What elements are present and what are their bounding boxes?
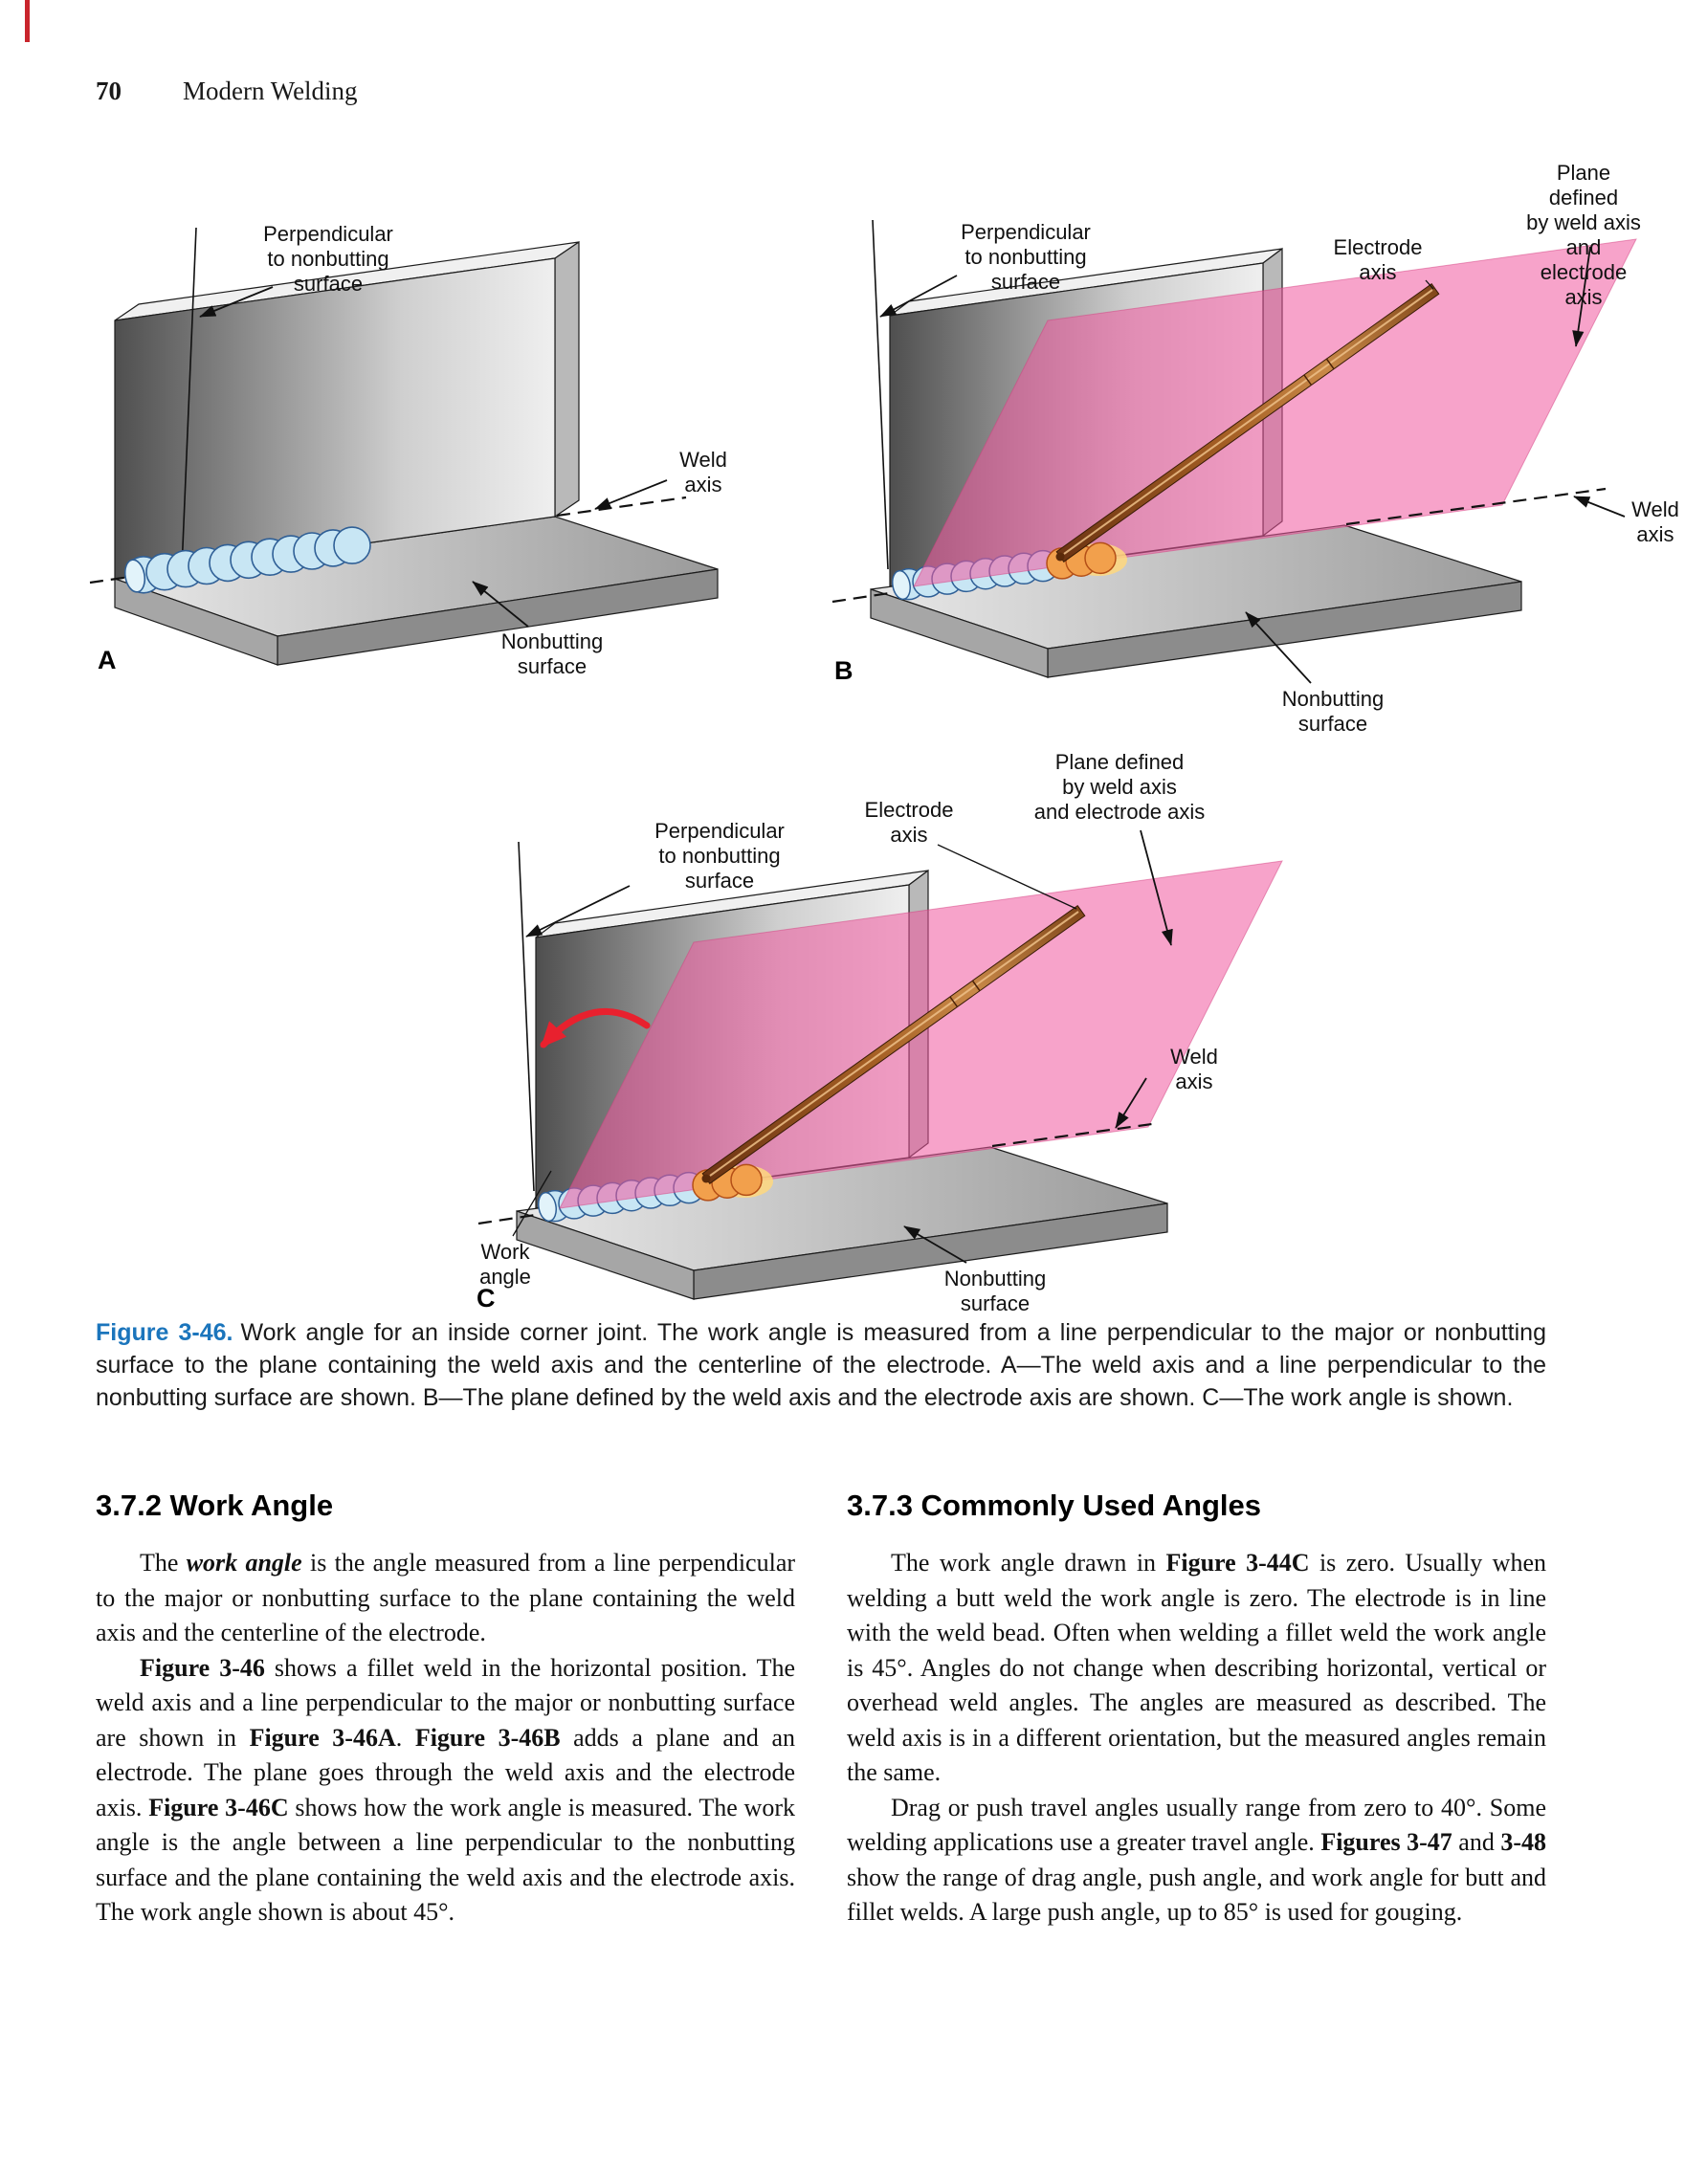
work-angle-leader <box>512 1170 552 1237</box>
panel-letter-b: B <box>834 656 854 685</box>
section-heading: 3.7.2 Work Angle <box>96 1489 334 1522</box>
butting-plate <box>114 240 580 580</box>
label-work-angle: Work angle <box>479 1240 531 1289</box>
figure-3-46-panel-c: Plane defined by weld axis and electrode… <box>459 746 1349 1358</box>
label-weld-axis: Weld axis <box>1631 497 1679 546</box>
figure-caption: Figure 3-46.Work angle for an inside cor… <box>96 1316 1546 1414</box>
perpendicular-arrow <box>525 885 631 938</box>
weld-bead <box>123 526 371 594</box>
figure-caption-label: Figure 3-46. <box>96 1319 233 1346</box>
section-3-7-2-work-angle: 3.7.2 Work Angle The work angle is the a… <box>96 1489 795 1930</box>
label-nonbutting-surface: Nonbutting surface <box>1281 687 1385 736</box>
page-number: 70 <box>96 77 122 105</box>
weld-axis-arrow <box>1573 496 1626 518</box>
label-nonbutting-surface: Nonbutting surface <box>943 1267 1047 1315</box>
panel-letter-a: A <box>98 646 117 674</box>
work-angle-arrow <box>540 1007 651 1048</box>
label-nonbutting-surface: Nonbutting surface <box>500 629 604 678</box>
body-columns: 3.7.2 Work Angle The work angle is the a… <box>96 1489 1546 1930</box>
panel-b-drawing <box>831 218 1638 684</box>
label-perpendicular: Perpendicular to nonbutting surface <box>654 819 785 893</box>
paragraph: The work angle drawn in Figure 3-44C is … <box>847 1549 1547 1786</box>
perpendicular-arrow <box>199 286 274 318</box>
section-heading: 3.7.3 Commonly Used Angles <box>847 1489 1261 1522</box>
label-arrows <box>879 246 1626 684</box>
paragraph: The work angle is the angle measured fro… <box>96 1549 796 1646</box>
figure-3-46-panel-a: Perpendicular to nonbutting surface Weld… <box>86 143 794 698</box>
label-electrode-axis: Electrode axis <box>1333 235 1423 284</box>
panel-a-drawing <box>89 227 719 666</box>
plane-arrow <box>1572 246 1591 347</box>
label-perpendicular: Perpendicular to nonbutting surface <box>263 222 393 296</box>
label-plane: Plane defined by weld axis and electrode… <box>1033 750 1206 824</box>
figure-caption-text: Work angle for an inside corner joint. T… <box>96 1319 1546 1411</box>
figure-3-46-panel-b: Plane defined by weld axis and electrode… <box>813 124 1703 737</box>
label-arrows <box>199 286 668 628</box>
perpendicular-arrow <box>879 275 958 318</box>
label-electrode-axis: Electrode axis <box>864 798 954 847</box>
label-plane: Plane defined by weld axis and electrode… <box>1526 161 1641 309</box>
section-3-7-3-commonly-used-angles: 3.7.3 Commonly Used Angles The work angl… <box>847 1489 1546 1930</box>
nonbutting-arrow <box>903 1225 967 1264</box>
perpendicular-line <box>181 227 197 570</box>
paragraph: Drag or push travel angles usually range… <box>847 1793 1547 1927</box>
plane-arrow <box>1140 829 1173 946</box>
weld-axis-arrow <box>1115 1077 1147 1129</box>
book-title: Modern Welding <box>183 77 358 105</box>
nonbutting-plate <box>114 516 719 666</box>
label-perpendicular: Perpendicular to nonbutting surface <box>961 220 1091 294</box>
label-arrows <box>512 829 1173 1264</box>
page-edge-mark <box>25 0 30 42</box>
weld-axis-line <box>89 496 687 585</box>
electrode-leader <box>1425 279 1434 290</box>
weld-axis-arrow <box>594 479 668 510</box>
page-header: 70 Modern Welding <box>96 77 358 106</box>
paragraph: Figure 3-46 shows a fillet weld in the h… <box>96 1653 795 1927</box>
weld-axis-line <box>1345 487 1607 526</box>
label-weld-axis: Weld axis <box>679 448 727 496</box>
panel-c-drawing <box>477 829 1284 1301</box>
electrode-leader <box>937 844 1077 910</box>
corner-joint-with-plane-and-electrode <box>831 218 1638 679</box>
nonbutting-arrow <box>472 581 529 628</box>
panel-letter-c: C <box>477 1284 496 1313</box>
nonbutting-arrow <box>1245 611 1312 684</box>
label-weld-axis: Weld axis <box>1170 1045 1218 1093</box>
